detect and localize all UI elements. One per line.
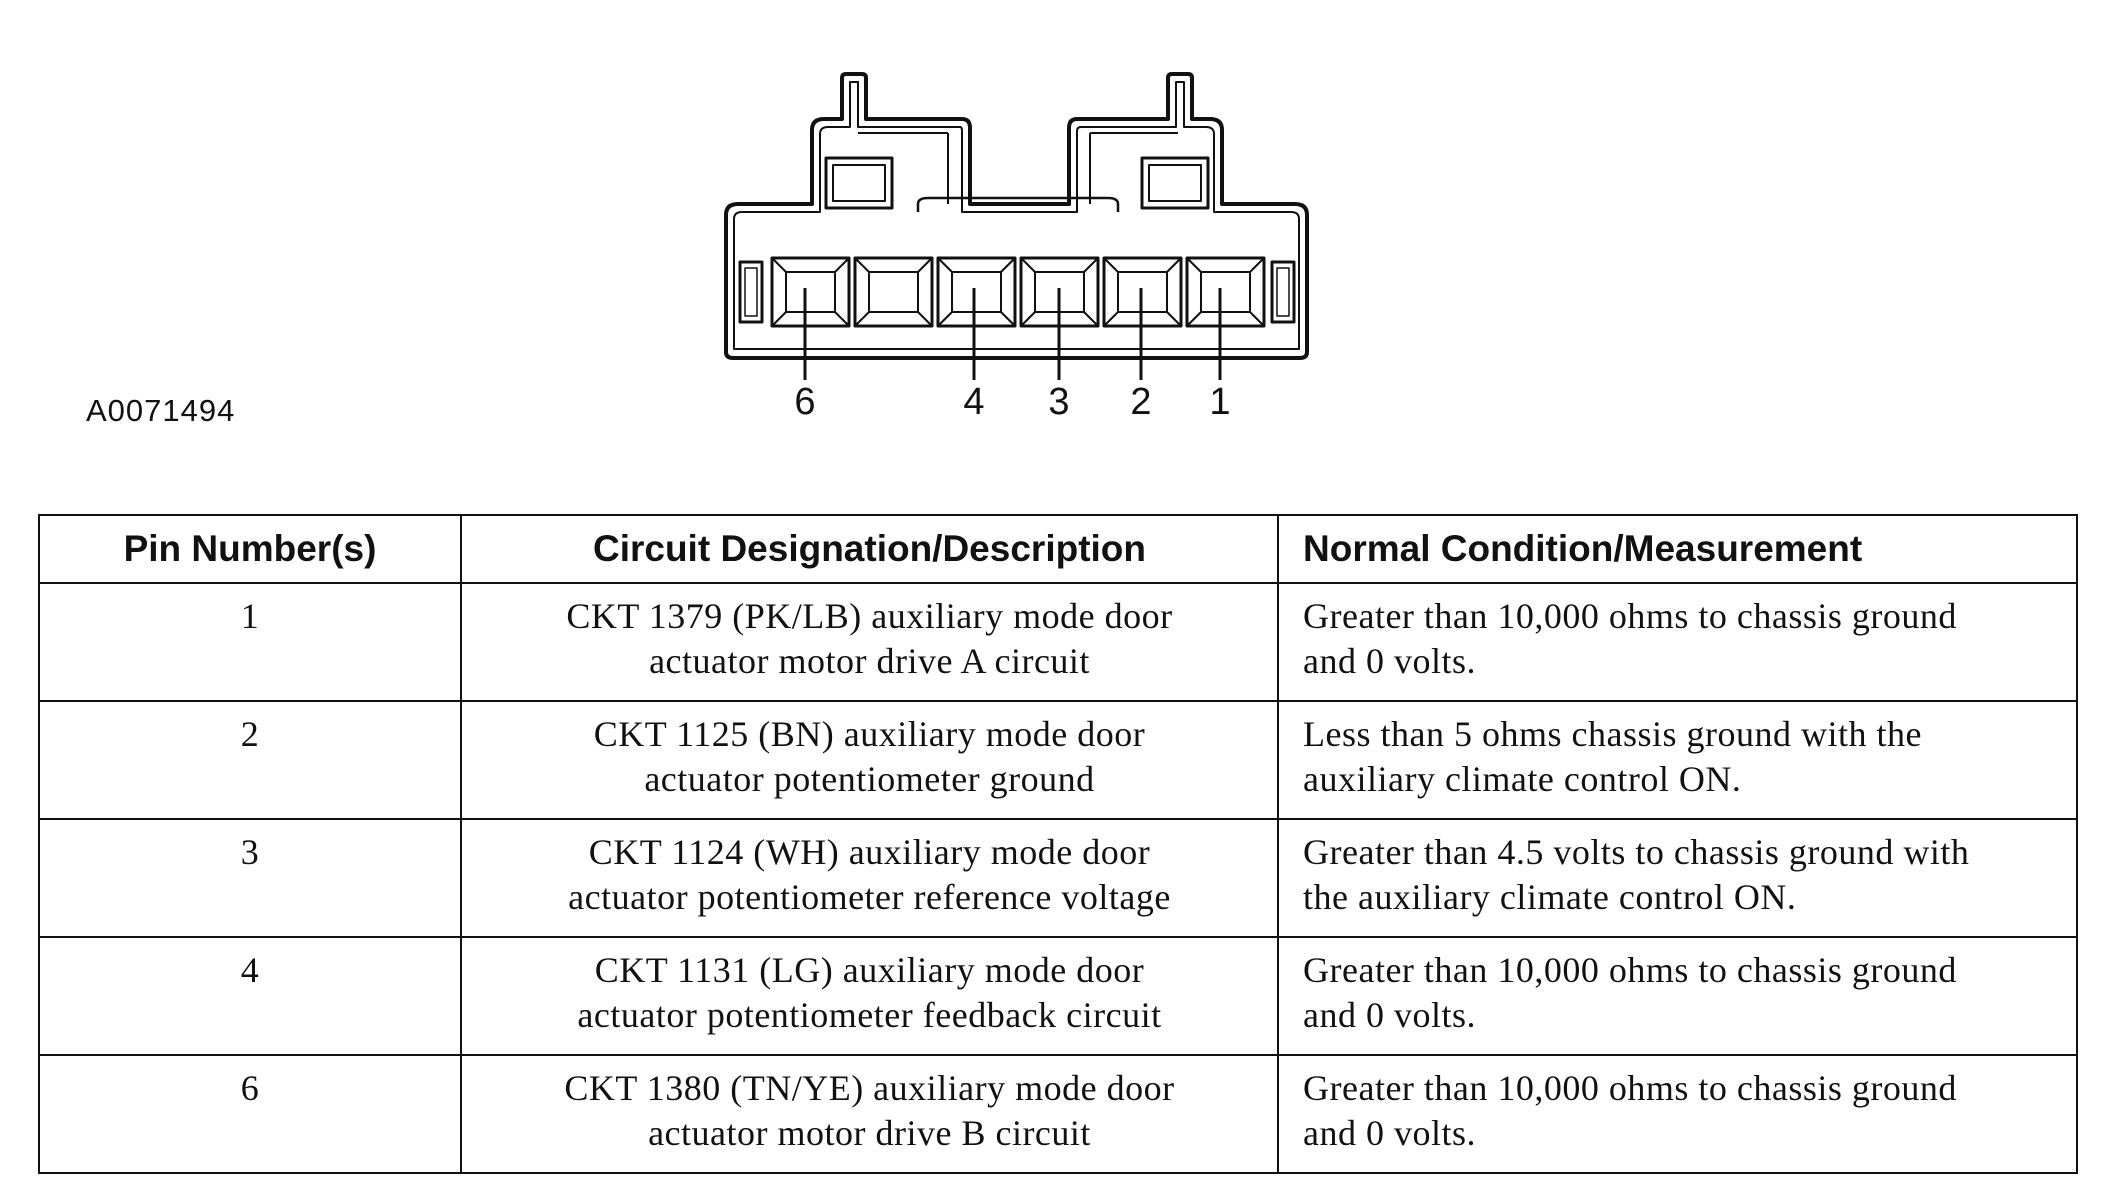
side-key-left	[738, 260, 764, 324]
description-cell: CKT 1380 (TN/YE) auxiliary mode door actu…	[460, 1054, 1279, 1174]
pin-label-3: 3	[1048, 381, 1069, 423]
condition-cell: Greater than 4.5 volts to chassis ground…	[1277, 818, 2078, 938]
description-line: CKT 1380 (TN/YE) auxiliary mode door	[564, 1068, 1175, 1108]
table-row: 6 CKT 1380 (TN/YE) auxiliary mode door ac…	[38, 1054, 2078, 1174]
pin-cell: 1	[38, 582, 462, 702]
pin-leader-lines	[803, 288, 1222, 380]
description-line: actuator potentiometer feedback circuit	[577, 995, 1162, 1035]
description-line: CKT 1125 (BN) auxiliary mode door	[593, 714, 1146, 754]
lock-window-right	[1140, 156, 1210, 210]
condition-line: auxiliary climate control ON.	[1303, 759, 1742, 799]
condition-line: Greater than 4.5 volts to chassis ground…	[1303, 832, 1970, 872]
pinout-table: Pin Number(s) Circuit Designation/Descri…	[38, 514, 2078, 1174]
table-row: 3 CKT 1124 (WH) auxiliary mode door actua…	[38, 818, 2078, 938]
condition-cell: Less than 5 ohms chassis ground with the…	[1277, 700, 2078, 820]
condition-cell: Greater than 10,000 ohms to chassis grou…	[1277, 936, 2078, 1056]
table-row: 2 CKT 1125 (BN) auxiliary mode door actua…	[38, 700, 2078, 820]
header-normal-condition: Normal Condition/Measurement	[1277, 514, 2078, 584]
description-cell: CKT 1131 (LG) auxiliary mode door actuato…	[460, 936, 1279, 1056]
table-row: 1 CKT 1379 (PK/LB) auxiliary mode door ac…	[38, 582, 2078, 702]
condition-line: and 0 volts.	[1303, 1113, 1476, 1153]
description-line: actuator motor drive B circuit	[648, 1113, 1091, 1153]
condition-cell: Greater than 10,000 ohms to chassis grou…	[1277, 582, 2078, 702]
description-line: CKT 1124 (WH) auxiliary mode door	[588, 832, 1151, 872]
condition-line: and 0 volts.	[1303, 641, 1476, 681]
condition-line: Greater than 10,000 ohms to chassis grou…	[1303, 950, 1957, 990]
connector-body-inner	[733, 81, 1300, 350]
condition-line: and 0 volts.	[1303, 995, 1476, 1035]
pin-cell: 3	[38, 818, 462, 938]
table-header-row: Pin Number(s) Circuit Designation/Descri…	[38, 514, 2078, 584]
pin-cell: 6	[38, 1054, 462, 1174]
description-cell: CKT 1124 (WH) auxiliary mode door actuato…	[460, 818, 1279, 938]
terminal-cavity	[770, 256, 851, 328]
terminal-cavity	[936, 256, 1017, 328]
header-pin-number: Pin Number(s)	[38, 514, 462, 584]
condition-cell: Greater than 10,000 ohms to chassis grou…	[1277, 1054, 2078, 1174]
description-line: CKT 1131 (LG) auxiliary mode door	[594, 950, 1145, 990]
pin-cell: 4	[38, 936, 462, 1056]
pin-cell: 2	[38, 700, 462, 820]
header-circuit-description: Circuit Designation/Description	[460, 514, 1279, 584]
table-row: 4 CKT 1131 (LG) auxiliary mode door actua…	[38, 936, 2078, 1056]
terminal-cavity	[853, 256, 934, 328]
connector-diagram: 6 4 3 2 1	[724, 72, 1309, 423]
description-line: actuator motor drive A circuit	[649, 641, 1090, 681]
pin-label-2: 2	[1130, 381, 1151, 423]
description-cell: CKT 1125 (BN) auxiliary mode door actuato…	[460, 700, 1279, 820]
pin-label-1: 1	[1209, 381, 1230, 423]
description-line: CKT 1379 (PK/LB) auxiliary mode door	[566, 596, 1173, 636]
description-cell: CKT 1379 (PK/LB) auxiliary mode door actu…	[460, 582, 1279, 702]
description-line: actuator potentiometer reference voltage	[568, 877, 1171, 917]
figure-id: A0071494	[86, 393, 236, 428]
terminal-cavity	[1185, 256, 1266, 328]
pin-label-4: 4	[963, 381, 984, 423]
condition-line: the auxiliary climate control ON.	[1303, 877, 1797, 917]
condition-line: Greater than 10,000 ohms to chassis grou…	[1303, 1068, 1957, 1108]
pin-label-6: 6	[794, 381, 815, 423]
condition-line: Less than 5 ohms chassis ground with the	[1303, 714, 1922, 754]
description-line: actuator potentiometer ground	[644, 759, 1095, 799]
condition-line: Greater than 10,000 ohms to chassis grou…	[1303, 596, 1957, 636]
side-key-right	[1270, 260, 1296, 324]
connector-body	[724, 72, 1309, 360]
terminal-cavities	[770, 256, 1266, 328]
lock-window-left	[824, 156, 894, 210]
